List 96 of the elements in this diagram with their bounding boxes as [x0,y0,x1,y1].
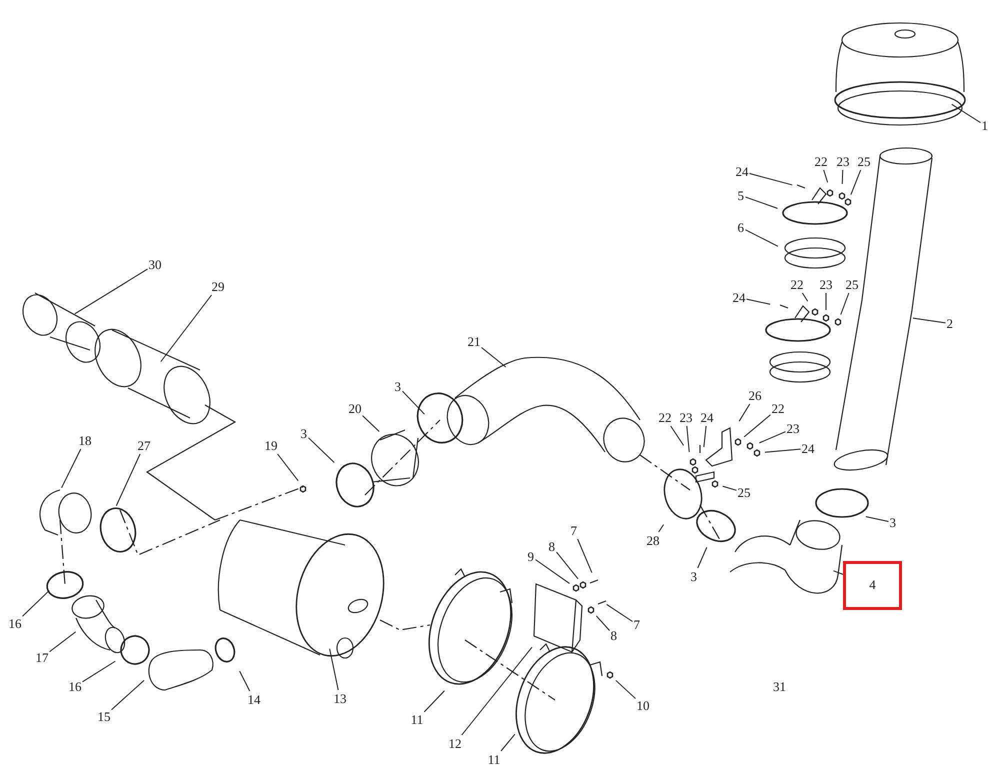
leader-line [535,559,570,584]
callout-number: 20 [348,401,362,416]
callout-number: 9 [528,549,534,564]
callout-number: 16 [68,679,82,694]
leader-line [424,690,445,712]
callout-number: 25 [738,485,750,500]
callout-number: 3 [394,379,401,394]
leader-line [832,570,844,575]
highlighted-callout-number: 4 [843,561,902,610]
leader-line [22,590,50,617]
leader-line [277,454,299,482]
leader-line [82,660,116,682]
leader-line [577,538,592,574]
leader-line [500,734,516,752]
leader-line [865,516,889,522]
callout-number: 23 [836,154,850,169]
callout-number: 21 [468,334,480,349]
leader-line [61,448,82,488]
callout-number: 25 [858,154,870,169]
leader-line [615,680,636,700]
callout-number: 8 [548,539,555,554]
callout-number: 18 [78,433,92,448]
callout-number: 22 [772,401,784,416]
callout-number: 24 [802,441,814,456]
leader-line [116,454,141,506]
callout-number: 29 [212,279,224,294]
callout-number: 23 [820,277,832,292]
leader-line [658,524,664,532]
leader-line [596,615,610,631]
callout-number: 28 [646,533,660,548]
leader-line [764,448,801,453]
callout-number: 23 [786,421,800,436]
leader-line [738,404,750,422]
leader-line [840,292,850,315]
callout-number: 24 [700,410,714,425]
leader-line [686,426,690,453]
leader-line [823,170,828,183]
callout-number: 24 [732,290,746,305]
leader-line [758,431,786,444]
leader-line [746,298,771,305]
leader-line [329,648,339,690]
callout-number: 30 [148,257,162,272]
leader-line [362,415,380,432]
callout-number: 10 [636,698,650,713]
callout-number: 6 [738,220,744,235]
leader-line [745,229,778,247]
leader-line [670,426,684,446]
callout-number: 3 [690,569,697,584]
leader-line [850,170,862,196]
callout-number: 25 [846,277,858,292]
leader-line [74,268,148,314]
leader-line [722,486,737,491]
leader-line [842,170,844,184]
callout-number: 22 [790,277,804,292]
callout-number: 16 [8,616,22,631]
leader-line [606,604,633,622]
leader-line [481,347,506,368]
leader-line [749,173,793,186]
callout-number: 7 [570,523,577,538]
callout-number: 22 [814,154,828,169]
leader-line [402,390,425,415]
leader-line [912,318,946,324]
leader-line [556,552,578,580]
callout-number: 17 [36,650,48,665]
callout-number: 15 [98,709,110,724]
leader-line [745,196,778,209]
callout-number: 8 [610,628,617,643]
callout-number: 11 [410,712,424,727]
leader-line [160,294,212,362]
leader-line [802,292,808,302]
callout-number: 2 [946,316,953,331]
leader-line [697,546,708,568]
callout-number: 23 [680,410,692,425]
leader-line [239,670,250,692]
callout-number: 24 [736,164,748,179]
callout-number: 3 [890,515,896,530]
leader-line [461,646,532,736]
leader-line [951,104,981,124]
leader-line [308,437,335,463]
callout-number: 7 [634,617,640,632]
callout-number: 5 [738,188,744,203]
callout-number: 13 [334,691,346,706]
callout-number: 1 [982,118,988,133]
leader-line [744,414,771,438]
callout-number: 22 [658,410,672,425]
callout-number: 14 [248,692,260,707]
callout-number: 11 [488,752,500,767]
figure-number: 31 [773,679,786,694]
callout-number: 27 [138,438,150,453]
leader-line [111,680,145,710]
callout-number: 3 [300,426,307,441]
callout-number: 19 [264,438,278,453]
leader-line [49,631,76,652]
leader-line [703,426,707,448]
callout-number: 12 [448,736,462,751]
callout-number: 26 [748,388,762,403]
